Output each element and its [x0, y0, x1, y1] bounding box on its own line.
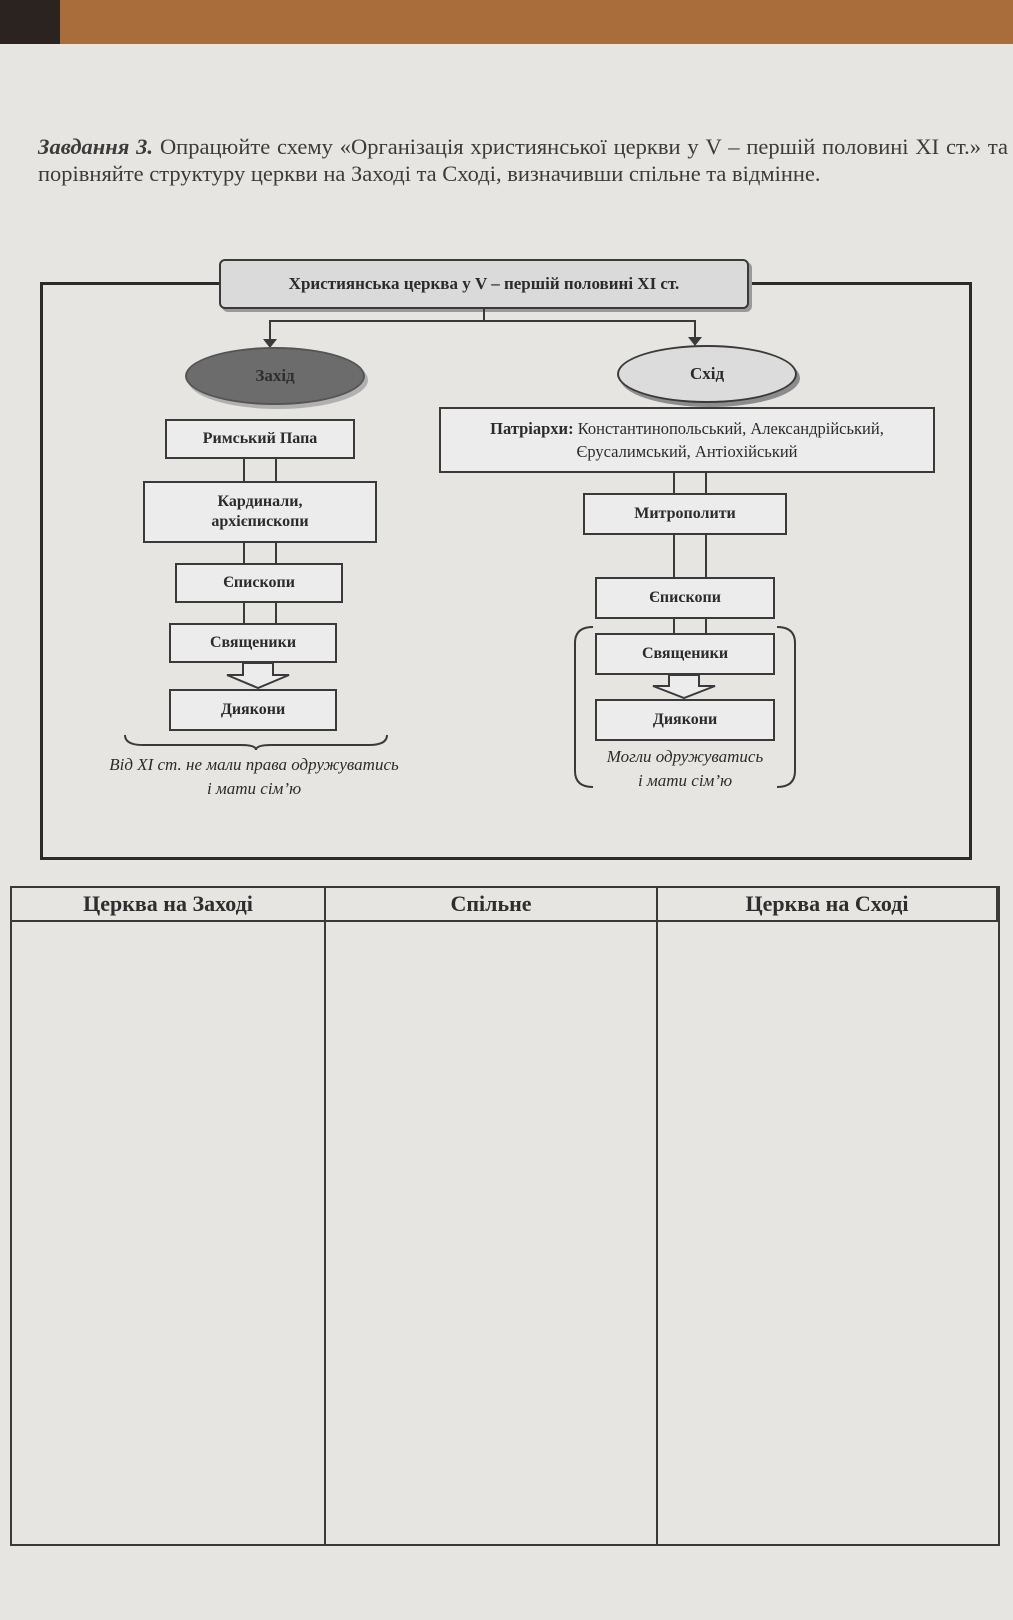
east-note: Могли одружуватись і мати сім’ю — [606, 747, 764, 790]
table-cell-common[interactable] — [326, 922, 658, 1544]
table-header-east: Церква на Сході — [658, 888, 998, 922]
patriarchs-list: Константинопольський, Александрійський, … — [576, 419, 884, 461]
connector — [243, 459, 277, 481]
connector — [269, 320, 271, 342]
connector — [673, 619, 707, 633]
east-level-priests: Священики — [595, 633, 775, 675]
east-oval: Схід — [617, 345, 797, 403]
west-level-bishops: Єпископи — [175, 563, 343, 603]
task-label: Завдання 3. — [38, 133, 154, 159]
curly-brace-icon — [124, 734, 388, 751]
connector — [269, 320, 695, 322]
west-level-priests: Священики — [169, 623, 337, 663]
church-organization-diagram: Християнська церква у V – першій половин… — [40, 259, 972, 860]
east-level-bishops: Єпископи — [595, 577, 775, 619]
east-level-deacons: Диякони — [595, 699, 775, 741]
arrow-down-icon — [263, 339, 277, 348]
west-note: Від XI ст. не мали права одружуватись і … — [109, 755, 399, 798]
left-bracket-icon — [574, 626, 594, 788]
task-text: Опрацюйте схему «Організація християнськ… — [38, 133, 1008, 186]
west-level-cardinals: Кардинали, архієпископи — [143, 481, 377, 543]
table-cell-east[interactable] — [658, 922, 998, 1544]
worksheet-page: Завдання 3. Опрацюйте схему «Організація… — [0, 44, 1013, 1620]
connector — [694, 320, 696, 340]
comparison-table: Церква на Заході Спільне Церква на Сході — [10, 886, 1000, 1546]
right-bracket-icon — [776, 626, 796, 788]
connector — [483, 309, 485, 321]
hollow-arrow-icon — [652, 675, 716, 699]
west-oval: Захід — [185, 347, 365, 405]
west-level-deacons: Диякони — [169, 689, 337, 731]
task-instructions: Завдання 3. Опрацюйте схему «Організація… — [38, 133, 1008, 187]
table-header-west: Церква на Заході — [12, 888, 326, 922]
east-level-patriarchs: Патріархи: Константинопольський, Алексан… — [439, 407, 935, 473]
patriarchs-label: Патріархи: — [490, 419, 574, 438]
arrow-down-icon — [688, 337, 702, 346]
west-level-pope: Римський Папа — [165, 419, 355, 459]
connector — [243, 543, 277, 563]
hollow-arrow-icon — [226, 663, 290, 689]
east-level-metropolitans: Митрополити — [583, 493, 787, 535]
table-header-common: Спільне — [326, 888, 658, 922]
table-cell-west[interactable] — [12, 922, 326, 1544]
connector — [243, 603, 277, 623]
connector — [673, 535, 707, 577]
connector — [673, 473, 707, 493]
diagram-title: Християнська церква у V – першій половин… — [219, 259, 749, 309]
